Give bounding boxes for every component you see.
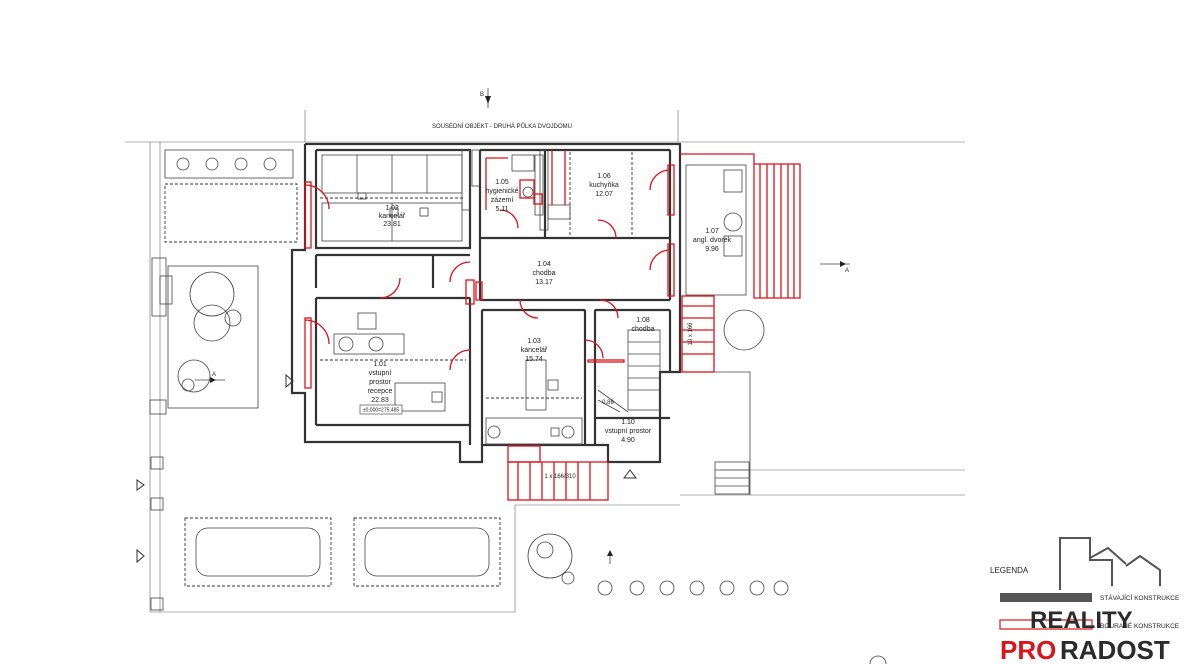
room-label-1-10: 1.10 vstupní prostor 4.90 xyxy=(605,419,652,444)
legend-title: LEGENDA xyxy=(990,566,1029,575)
svg-text:13.17: 13.17 xyxy=(535,279,553,286)
room-label-1-06: 1.06 kuchyňka 12.07 xyxy=(589,173,619,198)
svg-text:zázemí: zázemí xyxy=(491,197,514,204)
svg-text:23.81: 23.81 xyxy=(383,221,401,228)
tree-right xyxy=(723,309,765,351)
building-walls xyxy=(290,142,682,464)
svg-text:1.03: 1.03 xyxy=(527,338,541,345)
room-label-1-07: 1.07 angl. dvorek 9.96 xyxy=(693,228,732,253)
svg-text:±0,000=275,485: ±0,000=275,485 xyxy=(363,408,399,414)
logo: REALITY PRO RADOST xyxy=(1000,537,1170,664)
svg-text:prostor: prostor xyxy=(369,379,391,386)
room-label-1-01: 1.01 vstupní prostor recepce 22.83 xyxy=(368,361,393,404)
svg-text:kuchyňka: kuchyňka xyxy=(589,182,619,189)
svg-text:kancelář: kancelář xyxy=(521,347,548,354)
office-desks xyxy=(320,149,471,242)
parking-bay-top xyxy=(164,183,298,243)
svg-text:B: B xyxy=(480,92,484,98)
svg-text:1.02: 1.02 xyxy=(385,205,399,212)
legend-existing-swatch xyxy=(1000,593,1092,602)
site-lines xyxy=(125,110,965,613)
room-label-1-04: 1.04 chodba 13.17 xyxy=(533,261,556,286)
stair-note: 1 x 166/310 xyxy=(544,474,576,480)
section-marker-left: A xyxy=(195,372,225,383)
svg-text:1.06: 1.06 xyxy=(597,173,611,180)
entry-arrow-icon xyxy=(623,469,637,479)
terrace-left xyxy=(149,257,259,415)
level-tag: ±0,000=275,485 xyxy=(359,404,403,415)
svg-text:A: A xyxy=(845,268,849,274)
svg-text:hygienické: hygienické xyxy=(485,188,518,195)
room-label-1-02: 1.02 kancelář 23.81 xyxy=(379,205,406,228)
svg-text:recepce: recepce xyxy=(368,388,393,395)
svg-text:chodba: chodba xyxy=(632,326,655,333)
svg-text:12.07: 12.07 xyxy=(595,191,613,198)
posts-left xyxy=(136,456,164,611)
ramp-note: 10 x 166 xyxy=(688,322,694,346)
parking-place-1 xyxy=(184,517,332,587)
svg-text:1.10: 1.10 xyxy=(621,419,635,426)
kitchen-fixtures xyxy=(539,149,633,236)
new-construction xyxy=(304,150,801,501)
svg-text:4.90: 4.90 xyxy=(621,437,635,444)
section-marker-top: B xyxy=(480,88,491,108)
room-label-1-03: 1.03 kancelář 15.74 xyxy=(521,338,548,363)
svg-text:0.86: 0.86 xyxy=(602,400,614,406)
neighbor-building-label: SOUSEDNÍ OBJEKT - DRUHÁ PŮLKA DVOJDOMU xyxy=(432,123,572,130)
entrance-arrow-icon xyxy=(285,373,294,389)
legend-existing-label: STÁVAJÍCÍ KONSTRUKCE xyxy=(1100,593,1180,602)
svg-text:1.05: 1.05 xyxy=(495,179,509,186)
parking-place-2 xyxy=(353,517,501,587)
svg-text:A: A xyxy=(212,372,216,378)
staircase xyxy=(597,329,661,413)
office-2-furniture xyxy=(485,359,583,445)
room-label-1-09: 0.86 xyxy=(602,400,614,406)
svg-text:1.07: 1.07 xyxy=(705,228,719,235)
svg-text:1.08: 1.08 xyxy=(636,317,650,324)
svg-text:1.01: 1.01 xyxy=(373,361,387,368)
svg-text:kancelář: kancelář xyxy=(379,213,406,220)
north-arrow-icon xyxy=(869,655,887,664)
svg-text:22.83: 22.83 xyxy=(371,397,389,404)
legend-demolished-swatch xyxy=(999,619,1093,630)
logo-pro: PRO xyxy=(1000,635,1056,664)
legend-demolished-label: BOURANÉ KONSTRUKCE xyxy=(1100,621,1180,630)
svg-text:vstupní: vstupní xyxy=(369,370,392,377)
garden-front xyxy=(527,533,789,596)
logo-radost: RADOST xyxy=(1060,635,1170,664)
reception-furniture xyxy=(320,312,466,412)
svg-text:angl. dvorek: angl. dvorek xyxy=(693,237,732,244)
room-label-1-05: 1.05 hygienické zázemí 5.11 xyxy=(485,179,518,213)
terrace-right xyxy=(700,371,751,495)
room-label-1-08: 1.08 chodba xyxy=(632,317,655,333)
courtyard-furniture xyxy=(685,164,747,296)
planter-top xyxy=(164,149,294,179)
legend: LEGENDA STÁVAJÍCÍ KONSTRUKCE BOURANÉ KON… xyxy=(990,566,1180,630)
svg-text:9.96: 9.96 xyxy=(705,246,719,253)
svg-text:15.74: 15.74 xyxy=(525,356,543,363)
logo-reality: REALITY xyxy=(1030,607,1133,634)
svg-text:1.04: 1.04 xyxy=(537,261,551,268)
bathroom-fixtures xyxy=(471,149,571,220)
svg-text:5.11: 5.11 xyxy=(495,206,508,213)
svg-text:chodba: chodba xyxy=(533,270,556,277)
svg-text:vstupní prostor: vstupní prostor xyxy=(605,428,652,435)
section-marker-right: A xyxy=(820,261,850,274)
